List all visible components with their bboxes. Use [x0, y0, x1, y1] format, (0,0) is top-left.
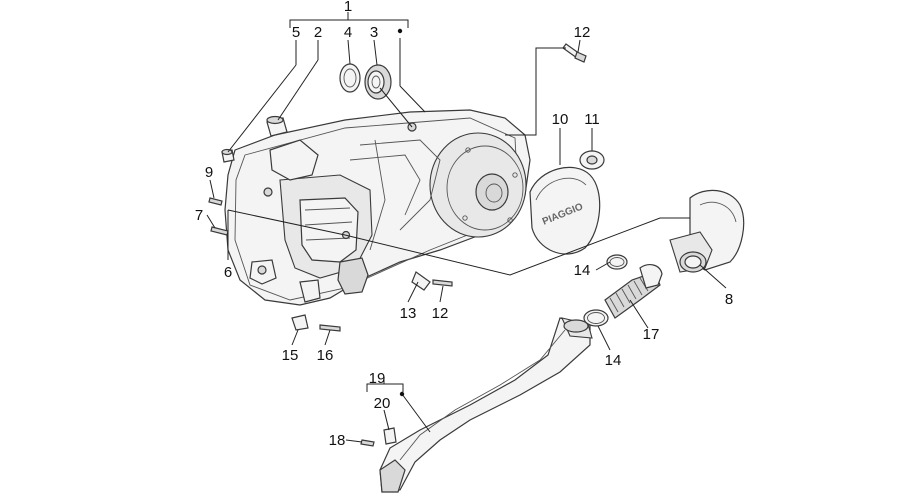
callout-1: 1: [344, 0, 352, 15]
bellows-hose: [604, 264, 663, 319]
hose-clamp-lower: [583, 309, 609, 327]
callout-16: 16: [317, 347, 334, 364]
hose-clamp-upper: [606, 254, 628, 270]
callout-11: 11: [584, 111, 600, 128]
leader-lines: [206, 12, 727, 443]
intake-snorkel: [379, 317, 593, 493]
callout-8: 8: [725, 291, 733, 308]
callout-6: 6: [224, 264, 232, 281]
oil-seal: [364, 64, 392, 100]
callout-10: 10: [552, 111, 569, 128]
callout-19: 19: [369, 370, 386, 387]
screw-18: [360, 439, 375, 447]
callout-17: 17: [643, 326, 660, 343]
callout-12-lower: 12: [432, 305, 449, 322]
reference-dot: [397, 28, 403, 34]
callout-7: 7: [195, 207, 203, 224]
clip-13: [411, 271, 431, 291]
callout-20: 20: [374, 395, 391, 412]
callout-13: 13: [400, 305, 417, 322]
clip-20: [383, 427, 397, 445]
callout-9: 9: [205, 164, 213, 181]
reference-dot: [399, 391, 405, 397]
screw-16: [319, 324, 341, 332]
transmission-cover: [224, 109, 531, 306]
callout-18: 18: [329, 432, 346, 449]
callout-15: 15: [282, 347, 299, 364]
screw-7: [210, 226, 229, 236]
callout-3: 3: [370, 24, 378, 41]
o-ring: [339, 63, 361, 93]
cover-disc: PIAGGIO: [529, 166, 601, 255]
callout-2: 2: [314, 24, 322, 41]
callout-labels: 1 5 2 4 3 12 10 11 9 7 6 14 8 13 12 17 1…: [195, 0, 733, 449]
callout-4: 4: [344, 24, 352, 41]
callout-14-lower: 14: [605, 352, 622, 369]
callout-5: 5: [292, 24, 300, 41]
screw-12-lower: [432, 279, 453, 287]
clip-15: [291, 314, 309, 331]
bushing: [266, 115, 288, 137]
screw-9: [208, 197, 223, 206]
callout-14-upper: 14: [574, 262, 591, 279]
callout-12-top: 12: [574, 24, 591, 41]
grommet: [579, 150, 605, 170]
bolt-top: [562, 43, 587, 63]
air-duct-elbow: [669, 189, 745, 273]
